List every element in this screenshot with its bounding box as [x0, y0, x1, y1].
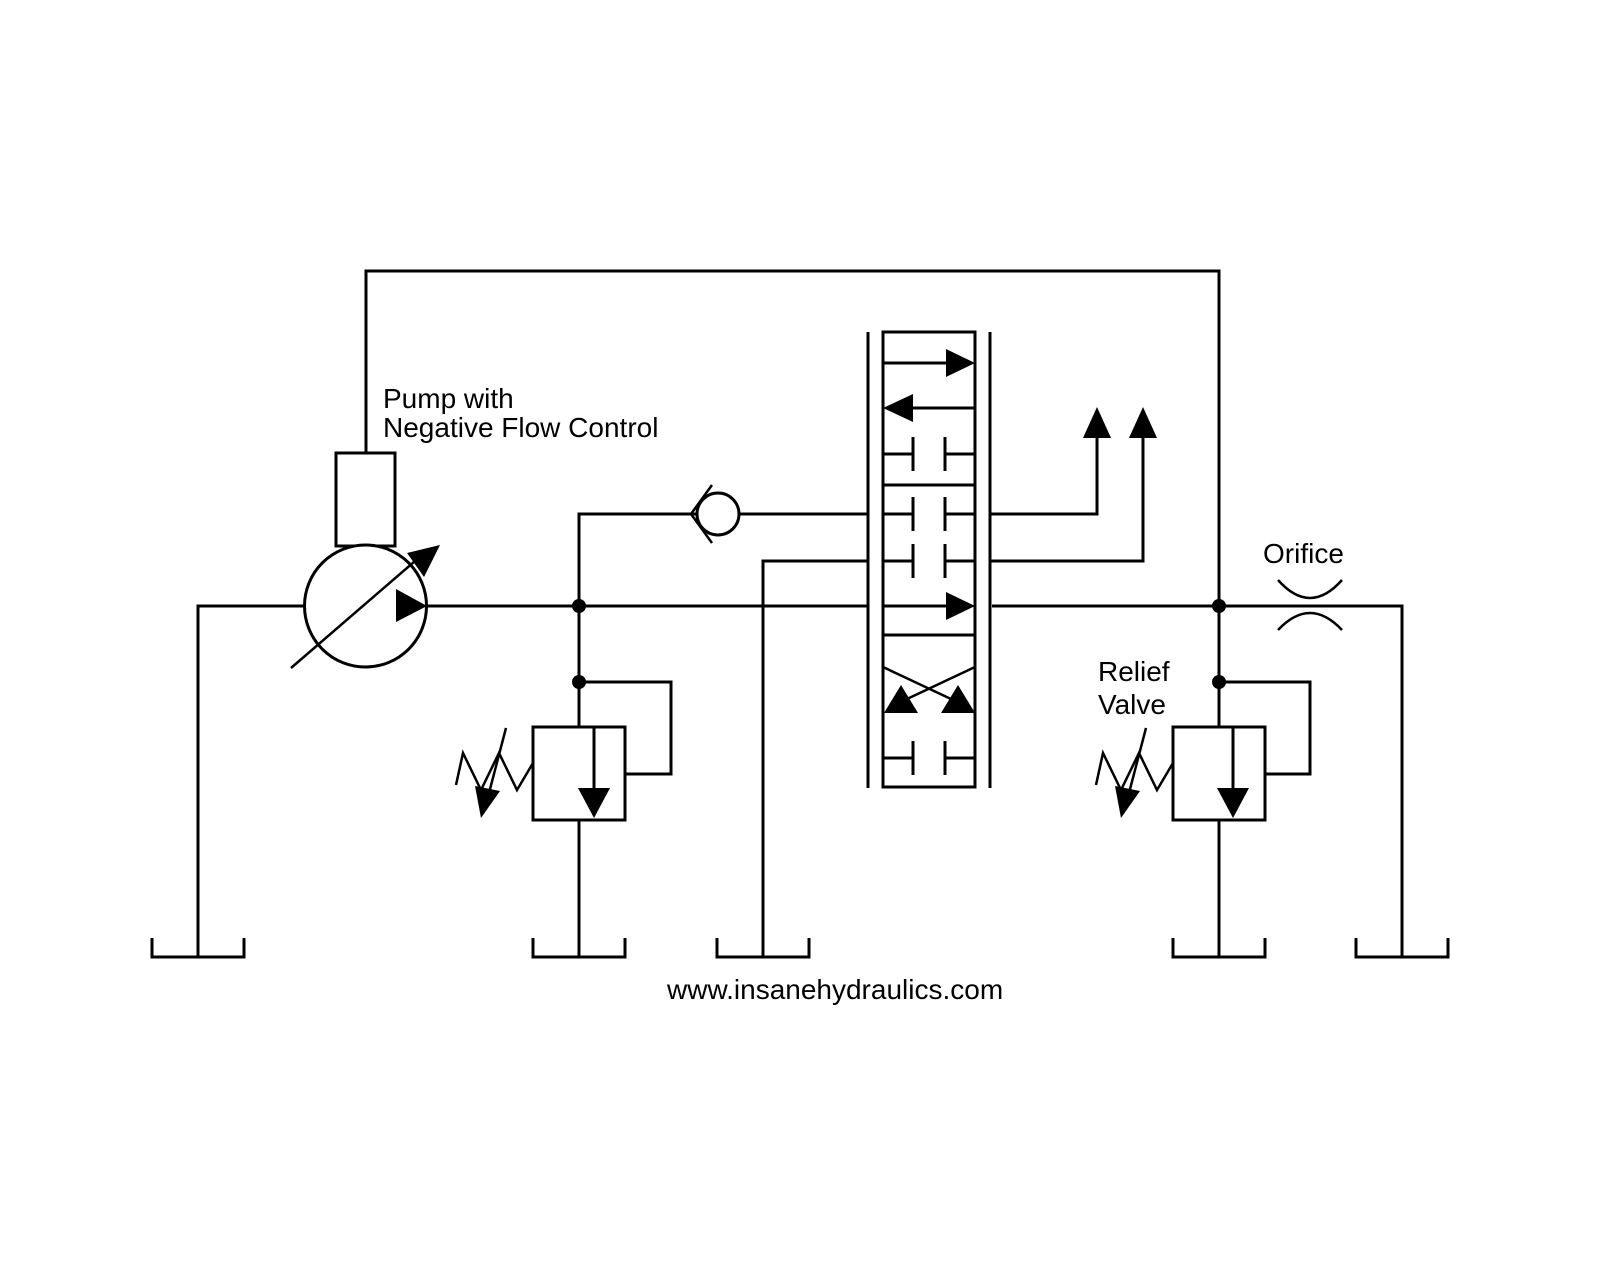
left-relief-adjust-arrowhead-icon: [475, 786, 500, 818]
right-relief-pilot-line: [1219, 680, 1312, 776]
nfc-actuator-box: [334, 451, 397, 548]
orifice-label: Orifice: [1263, 538, 1344, 569]
right-relief-body-box: [1171, 725, 1267, 822]
tank-icon-5: [1354, 938, 1450, 959]
junction-dot: [1212, 675, 1226, 689]
tank-icon-3: [715, 938, 811, 959]
left-relief-valve-symbol: [454, 725, 627, 822]
pump-flow-triangle-icon: [396, 589, 427, 622]
right-relief-flow-arrow-icon: [1217, 788, 1249, 818]
check-valve-ball: [695, 491, 741, 537]
labels: Pump with Negative Flow Control Orifice …: [383, 383, 1344, 1005]
p1-arrow-right-head-icon: [946, 349, 975, 377]
watermark-text: www.insanehydraulics.com: [666, 974, 1003, 1005]
work-port-b-arrow-icon: [1129, 407, 1157, 438]
valve-position-top: [883, 349, 975, 471]
piping: [196, 269, 1404, 957]
p2-blocked-ports-row1: [883, 497, 975, 531]
left-relief-spring-icon: [454, 749, 535, 793]
check-valve-seat: [689, 484, 714, 544]
right-relief-valve-symbol: [1094, 725, 1267, 822]
orifice-lower-arc: [1277, 611, 1343, 631]
valve-position-bottom: [882, 665, 976, 775]
work-port-a-arrow-icon: [1083, 407, 1111, 438]
junction-dot: [572, 599, 586, 613]
relief-valve-label-line2: Valve: [1098, 689, 1166, 720]
p3-blocked-ports: [883, 741, 975, 775]
left-relief-body-box: [531, 725, 627, 822]
tank-symbols: [150, 938, 1450, 959]
right-relief-adjust-arrowhead-icon: [1115, 786, 1140, 818]
junction-dot: [572, 675, 586, 689]
p1-blocked-ports: [883, 437, 975, 471]
pump-suction-line: [196, 604, 304, 957]
left-relief-adjust-line: [487, 727, 508, 794]
right-relief-spring-icon: [1094, 749, 1175, 793]
p2-open-center-arrow-icon: [946, 592, 975, 620]
orifice-symbol: [1277, 579, 1343, 631]
valve-position-middle: [883, 497, 975, 620]
tank-icon-4: [1171, 938, 1267, 959]
tank-icon-2: [531, 938, 627, 959]
relief-valve-label-line1: Relief: [1098, 656, 1170, 687]
variable-displacement-arrowhead-icon: [407, 545, 440, 577]
p3-cross-arrowhead-right-icon: [941, 685, 975, 713]
valve-tank-return-line: [761, 559, 868, 957]
pump-symbol: [290, 451, 440, 669]
work-port-a-line: [990, 437, 1099, 516]
left-relief-pilot-line: [579, 680, 673, 776]
check-valve-branch-line: [577, 512, 868, 606]
junction-dot: [1212, 599, 1226, 613]
orifice-run-line: [992, 604, 1404, 957]
junction-dots: [572, 599, 1226, 689]
p3-cross-arrowhead-left-icon: [884, 685, 918, 713]
check-valve-symbol: [689, 484, 741, 544]
p3-cross-line-1: [882, 665, 952, 701]
right-relief-adjust-line: [1127, 727, 1148, 794]
directional-valve-symbol: [866, 330, 992, 789]
orifice-upper-arc: [1277, 579, 1343, 600]
p2-blocked-ports-row2: [883, 544, 975, 578]
p1-arrow-left-head-icon: [883, 394, 913, 422]
work-port-b-line: [990, 437, 1145, 563]
top-bus-line: [364, 269, 1221, 606]
p3-cross-line-2: [906, 665, 976, 701]
pump-label-line1: Pump with: [383, 383, 514, 414]
pump-label-line2: Negative Flow Control: [383, 412, 658, 443]
variable-displacement-arrow-line: [290, 548, 430, 669]
tank-icon-1: [150, 938, 246, 959]
left-relief-flow-arrow-icon: [578, 788, 610, 818]
